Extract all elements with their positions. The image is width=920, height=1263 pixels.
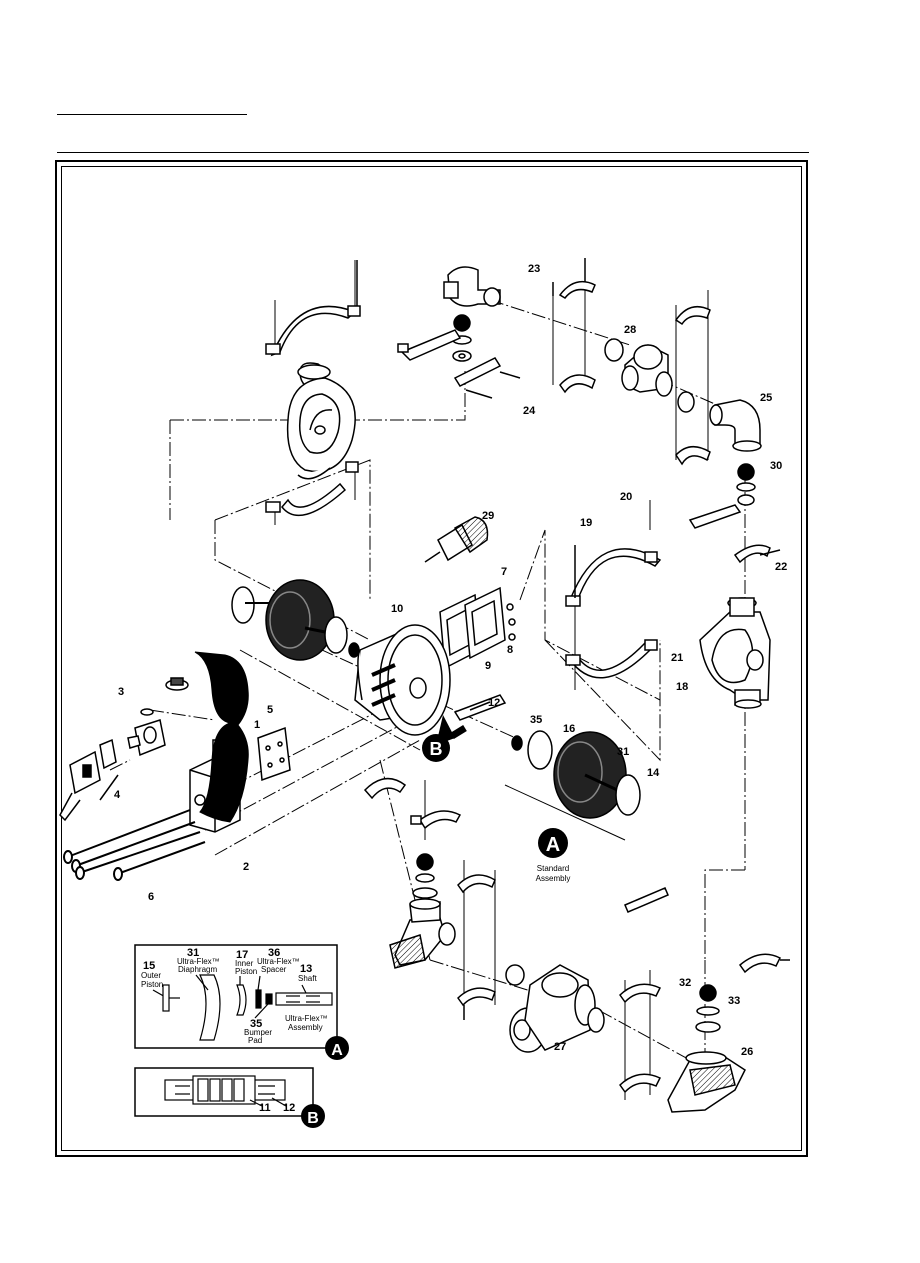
- svg-text:Ultra-Flex™: Ultra-Flex™: [177, 957, 220, 966]
- svg-text:Spacer: Spacer: [261, 965, 287, 974]
- inset-a-ultraflex: A 15 Outer Piston 31 Ultra-Flex™ Diaphra…: [134, 944, 349, 1060]
- callout-18: 18: [676, 681, 688, 693]
- lower-left-clamp: [363, 777, 462, 830]
- callout-25: 25: [760, 392, 772, 404]
- upper-right-clamp: [674, 305, 711, 466]
- center-section-10: [354, 624, 451, 736]
- callout-27: 27: [554, 1041, 566, 1053]
- callout-14: 14: [647, 767, 660, 779]
- callout-31: 31: [617, 746, 629, 758]
- svg-text:A: A: [331, 1042, 343, 1059]
- svg-text:12: 12: [283, 1102, 295, 1114]
- callout-23: 23: [528, 263, 540, 275]
- muffler-29: [424, 516, 489, 563]
- callout-6: 6: [148, 891, 154, 903]
- callout-9: 9: [485, 660, 491, 672]
- svg-text:15: 15: [143, 960, 155, 972]
- connector-4: [59, 738, 119, 822]
- callouts: 1 2 3 4 5 6 7 8 9 10 12 14 16 18 19 20 2…: [114, 263, 787, 1058]
- svg-text:Inner: Inner: [235, 959, 254, 968]
- svg-text:31: 31: [187, 947, 199, 959]
- svg-text:A: A: [546, 834, 560, 856]
- lower-center-clamp: [457, 874, 496, 1020]
- gasket-stack-7-9: [439, 586, 516, 670]
- lower-right-clamps: [619, 887, 790, 1094]
- svg-text:Shaft: Shaft: [298, 974, 317, 983]
- callout-20: 20: [620, 491, 632, 503]
- svg-text:Diaphragm: Diaphragm: [178, 965, 217, 974]
- lower-right-check-valve: [667, 984, 746, 1113]
- clamp-22: [688, 504, 781, 564]
- callout-33: 33: [728, 995, 740, 1007]
- brace-item-1: [194, 651, 249, 823]
- manifold-tee-28: [604, 338, 673, 397]
- callout-30: 30: [770, 460, 782, 472]
- svg-text:36: 36: [268, 947, 280, 959]
- diagram-frame-outer: [55, 160, 808, 1157]
- shaft-12: [453, 694, 507, 721]
- lower-manifold-27: [505, 964, 605, 1053]
- badge-b-arrow: B: [422, 715, 467, 762]
- elbow-25: [709, 399, 762, 506]
- callout-7: 7: [501, 566, 507, 578]
- svg-text:Piston: Piston: [235, 967, 257, 976]
- callout-5: 5: [267, 704, 273, 716]
- callout-1: 1: [254, 719, 260, 731]
- svg-text:Pad: Pad: [248, 1036, 262, 1045]
- callout-21: 21: [671, 652, 683, 664]
- standard-assembly-line2: Assembly: [536, 874, 571, 883]
- lower-left-check-valve: [389, 853, 456, 969]
- svg-text:Assembly: Assembly: [288, 1023, 323, 1032]
- header-short-rule: [57, 114, 247, 115]
- svg-text:B: B: [430, 739, 443, 759]
- callout-16: 16: [563, 723, 575, 735]
- callout-26: 26: [741, 1046, 753, 1058]
- standard-assembly-line1: Standard: [537, 864, 569, 873]
- svg-text:Piston: Piston: [141, 980, 163, 989]
- badge-a-standard: A Standard Assembly: [504, 784, 626, 883]
- callout-2: 2: [243, 861, 249, 873]
- callout-19: 19: [580, 517, 592, 529]
- left-fluid-chamber: [265, 260, 361, 517]
- callout-8: 8: [507, 644, 513, 656]
- callout-12: 12: [488, 697, 500, 709]
- svg-text:11: 11: [259, 1102, 271, 1114]
- callout-29: 29: [482, 510, 494, 522]
- callout-22: 22: [775, 561, 787, 573]
- svg-text:35: 35: [250, 1018, 262, 1030]
- callout-32: 32: [679, 977, 691, 989]
- callout-35: 35: [530, 714, 542, 726]
- solenoid-coil-3: [127, 677, 189, 757]
- right-diaphragm-assembly: [511, 730, 641, 819]
- svg-text:17: 17: [236, 949, 248, 961]
- callout-10: 10: [391, 603, 403, 615]
- svg-text:Ultra-Flex™: Ultra-Flex™: [257, 957, 300, 966]
- svg-text:Outer: Outer: [141, 971, 161, 980]
- inset-b-shaft: B 11 12: [134, 1067, 325, 1128]
- badge-b-main: [422, 734, 450, 762]
- callout-28: 28: [624, 324, 636, 336]
- left-diaphragm-assembly: [231, 579, 360, 661]
- bolts-6: [63, 809, 206, 881]
- right-fluid-chamber: [565, 545, 771, 709]
- callout-4: 4: [114, 789, 121, 801]
- gasket-5: [257, 726, 291, 782]
- svg-text:13: 13: [300, 963, 312, 975]
- diagram-frame-inner: [61, 166, 802, 1151]
- callout-3: 3: [118, 686, 124, 698]
- callout-24: 24: [523, 405, 536, 417]
- header-full-rule: [57, 152, 809, 153]
- svg-text:Ultra-Flex™: Ultra-Flex™: [285, 1014, 328, 1023]
- svg-text:Bumper: Bumper: [244, 1028, 272, 1037]
- svg-text:B: B: [307, 1110, 319, 1127]
- clamp-23-24: [552, 258, 596, 394]
- upper-left-manifold: [397, 266, 521, 399]
